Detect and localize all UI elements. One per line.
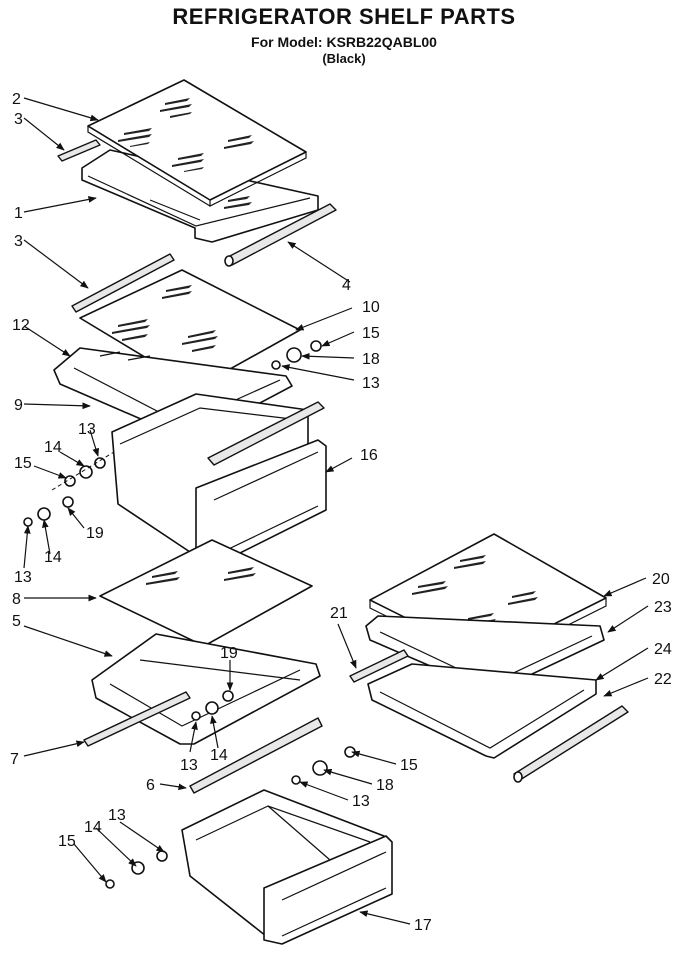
glass-reflection-marks-8 (146, 567, 256, 585)
callout-13-lower-left: 13 (180, 757, 198, 774)
page-title: REFRIGERATOR SHELF PARTS (172, 4, 516, 29)
callout-8: 8 (12, 591, 21, 608)
callout-5: 5 (12, 613, 21, 630)
callout-22: 22 (654, 671, 672, 688)
callout-9: 9 (14, 397, 23, 414)
callout-20: 20 (652, 571, 670, 588)
callout-2: 2 (12, 91, 21, 108)
shelf-frame-part-24 (367, 663, 597, 759)
callout-21: 21 (330, 605, 348, 622)
top-shelf-assembly (57, 79, 337, 267)
trim-part-6 (189, 717, 323, 794)
callout-24: 24 (654, 641, 672, 658)
color-note: (Black) (322, 51, 366, 66)
model-line: For Model: KSRB22QABL00 (251, 34, 437, 50)
callout-23: 23 (654, 599, 672, 616)
callout-14-left: 14 (44, 549, 62, 566)
callout-labels: 2 3 1 3 4 12 10 15 18 13 9 13 14 15 16 1… (10, 91, 672, 934)
callout-14-upper: 14 (44, 439, 62, 456)
callout-13-crisper: 13 (108, 807, 126, 824)
hardware-lower-left (191, 690, 234, 721)
callout-14-lower: 14 (210, 747, 228, 764)
callout-6: 6 (146, 777, 155, 794)
callout-18-lower: 18 (376, 777, 394, 794)
callout-15-lower-right: 15 (400, 757, 418, 774)
glass-shelf-part-8 (99, 539, 313, 647)
callout-7: 7 (10, 751, 19, 768)
hardware-right-upper (271, 340, 322, 370)
callout-3-top: 3 (14, 111, 23, 128)
callout-4: 4 (342, 277, 351, 294)
callout-10: 10 (362, 299, 380, 316)
hardware-right-lower (291, 746, 356, 785)
drawer-rail-16 (207, 401, 325, 466)
callout-15-upper: 15 (362, 325, 380, 342)
trim-part-3-top (57, 139, 101, 162)
callout-19-upper: 19 (86, 525, 104, 542)
callout-13-lower-right: 13 (352, 793, 370, 810)
hardware-crisper (105, 850, 168, 889)
callout-13-left: 13 (14, 569, 32, 586)
callout-18-upper: 18 (362, 351, 380, 368)
glass-reflection-marks-10 (112, 285, 218, 352)
crisper-drawer-assembly (105, 789, 393, 945)
lower-left-shelf-assembly (83, 539, 323, 794)
shelf-frame-part-23 (365, 615, 605, 693)
callout-15-left: 15 (14, 455, 32, 472)
callout-3-middle: 3 (14, 233, 23, 250)
callout-17: 17 (414, 917, 432, 934)
glass-reflection-marks (118, 98, 254, 209)
trim-part-7 (83, 691, 191, 747)
trim-part-21 (349, 649, 409, 683)
callout-13-upper-right: 13 (362, 375, 380, 392)
trim-part-3-middle (71, 253, 175, 313)
middle-shelf-assembly (23, 253, 327, 567)
right-shelf-assembly (291, 533, 629, 785)
hardware-left-upper (23, 451, 115, 527)
callout-16: 16 (360, 447, 378, 464)
crisper-front-part-17 (263, 835, 393, 945)
callout-19-lower: 19 (220, 645, 238, 662)
leader-lines (23, 97, 649, 925)
callout-14-crisper: 14 (84, 819, 102, 836)
callout-15-crisper: 15 (58, 833, 76, 850)
callout-12: 12 (12, 317, 30, 334)
callout-13-upper-left: 13 (78, 421, 96, 438)
callout-1: 1 (14, 205, 23, 222)
